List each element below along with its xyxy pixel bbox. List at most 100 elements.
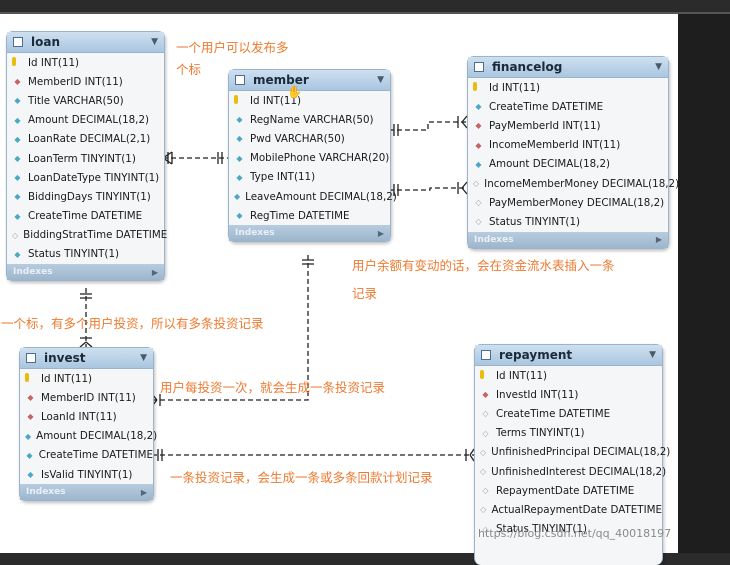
not-null-column-icon: ◆ <box>27 470 34 480</box>
column-label: PayMemberMoney DECIMAL(18,2) <box>489 196 665 209</box>
not-null-column-icon: ◆ <box>14 211 21 221</box>
note-line: 个标 <box>176 62 202 77</box>
not-null-column-icon: ◆ <box>475 159 482 169</box>
note-line: 用户余额有变动的话，会在资金流水表插入一条 <box>352 258 615 273</box>
not-null-column-icon: ◆ <box>14 249 21 259</box>
expand-arrow-icon[interactable]: ▶ <box>140 487 147 497</box>
table-invest[interactable]: invest ▼ Id INT(11)◆MemberID INT(11)◆Loa… <box>19 347 157 502</box>
expand-arrow-icon[interactable]: ▶ <box>377 228 384 238</box>
column-row[interactable]: ◆ CreateTime DATETIME <box>468 97 668 116</box>
column-row[interactable]: ◆IncomeMemberId INT(11) <box>468 136 668 155</box>
column-row[interactable]: Id INT(11) <box>468 78 668 97</box>
column-row[interactable]: ◆LoanRate DECIMAL(2,1) <box>7 130 164 149</box>
table-name: loan <box>31 35 60 49</box>
column-row[interactable]: ◇UnfinishedInterest DECIMAL(18,2) <box>475 462 666 481</box>
note-invest-repayment: 一条投资记录，会生成一条或多条回款计划记录 <box>170 470 433 485</box>
table-financelog[interactable]: financelog ▼ Id INT(11) ◆ CreateTime DATET… <box>467 56 679 249</box>
column-row[interactable]: ◆MemberID INT(11) <box>20 388 153 407</box>
column-row[interactable]: ◆ IsValid TINYINT(1) <box>20 465 153 484</box>
column-row[interactable]: ◆Amount DECIMAL(18,2) <box>7 111 164 130</box>
column-row[interactable]: Id INT(11) <box>229 91 390 110</box>
indexes-footer[interactable]: Indexes ▶ <box>20 484 153 501</box>
column-label: CreateTime DATETIME <box>489 100 604 113</box>
column-row[interactable]: ◇ActualRepaymentDate DATETIME <box>475 500 662 519</box>
foreign-key-icon: ◆ <box>482 390 489 400</box>
primary-key-icon <box>234 94 245 107</box>
column-row[interactable]: ◆LoanTerm TINYINT(1) <box>7 149 164 168</box>
column-row[interactable]: ◇CreateTime DATETIME <box>475 404 662 423</box>
column-row[interactable]: ◆CreateTime DATETIME <box>20 446 153 465</box>
table-repayment[interactable]: repayment ▼ Id INT(11)◆InvestId INT(11)◇… <box>474 344 670 565</box>
column-row[interactable]: Id INT(11) <box>20 369 153 388</box>
column-label: Amount DECIMAL(18,2) <box>36 430 158 443</box>
column-label: RegName VARCHAR(50) <box>250 113 374 126</box>
table-loan[interactable]: loan ▼ Id INT(11) ◆MemberID INT(11)◆Title… <box>6 31 168 282</box>
column-row[interactable]: ◇UnfinishedPrincipal DECIMAL(18,2) <box>475 443 670 462</box>
collapse-arrow-icon[interactable]: ▼ <box>151 37 158 47</box>
table-header[interactable]: member ▼ <box>229 70 390 91</box>
nullable-column-icon: ◇ <box>480 467 487 477</box>
table-icon <box>13 37 23 47</box>
column-row[interactable]: ◇ Terms TINYINT(1) <box>475 424 662 443</box>
column-row[interactable]: ◆RegName VARCHAR(50) <box>229 110 390 129</box>
indexes-footer[interactable]: Indexes ▶ <box>229 225 390 242</box>
column-label: CreateTime DATETIME <box>496 407 611 420</box>
column-row[interactable]: ◆RegTime DATETIME <box>229 206 390 225</box>
not-null-column-icon: ◆ <box>14 154 21 164</box>
table-member[interactable]: member ▼ Id INT(11)◆RegName VARCHAR(50)◆… <box>228 69 397 243</box>
column-row[interactable]: ◆Pwd VARCHAR(50) <box>229 129 390 148</box>
column-row[interactable]: ◆InvestId INT(11) <box>475 385 662 404</box>
column-label: Id INT(11) <box>250 94 302 107</box>
column-label: LoanId INT(11) <box>41 410 117 423</box>
watermark: https://blog.csdn.net/qq_40018197 <box>478 527 672 540</box>
column-row[interactable]: ◇IncomeMemberMoney DECIMAL(18,2) <box>468 174 679 193</box>
column-row[interactable]: Id INT(11) <box>475 366 662 385</box>
nullable-column-icon: ◇ <box>482 428 489 438</box>
indexes-footer[interactable]: Indexes ▶ <box>468 231 668 248</box>
column-row[interactable]: ◆LeaveAmount DECIMAL(18,2) <box>229 187 397 206</box>
not-null-column-icon: ◆ <box>14 115 21 125</box>
column-row[interactable]: ◆Amount DECIMAL(18,2) <box>468 155 668 174</box>
column-row[interactable]: ◇BiddingStratTime DATETIME <box>7 226 168 245</box>
nullable-column-icon: ◇ <box>473 179 480 189</box>
column-label: BiddingStratTime DATETIME <box>23 229 168 242</box>
column-row[interactable]: Id INT(11) <box>7 53 164 72</box>
table-header[interactable]: loan ▼ <box>7 32 164 53</box>
column-row[interactable]: ◇PayMemberMoney DECIMAL(18,2) <box>468 193 668 212</box>
column-row[interactable]: ◆Title VARCHAR(50) <box>7 91 164 110</box>
not-null-column-icon: ◆ <box>475 102 482 112</box>
expand-arrow-icon[interactable]: ▶ <box>151 267 158 277</box>
collapse-arrow-icon[interactable]: ▼ <box>377 75 384 85</box>
column-row[interactable]: ◆BiddingDays TINYINT(1) <box>7 187 164 206</box>
column-label: MemberID INT(11) <box>41 391 136 404</box>
collapse-arrow-icon[interactable]: ▼ <box>140 353 147 363</box>
column-label: Id INT(11) <box>28 56 80 69</box>
column-row[interactable]: ◆CreateTime DATETIME <box>7 207 164 226</box>
expand-arrow-icon[interactable]: ▶ <box>655 235 662 244</box>
column-label: Terms TINYINT(1) <box>496 427 585 440</box>
column-row[interactable]: ◆LoanDateType TINYINT(1) <box>7 168 164 187</box>
column-row[interactable]: ◆MemberID INT(11) <box>7 72 164 91</box>
column-row[interactable]: ◆Type INT(11) <box>229 168 390 187</box>
table-icon <box>235 75 245 85</box>
column-label: RegTime DATETIME <box>250 209 350 222</box>
table-header[interactable]: repayment ▼ <box>475 345 662 366</box>
collapse-arrow-icon[interactable]: ▼ <box>649 350 656 360</box>
column-row[interactable]: ◆LoanId INT(11) <box>20 407 153 426</box>
column-row[interactable]: ◇RepaymentDate DATETIME <box>475 481 662 500</box>
indexes-footer[interactable]: Indexes ▶ <box>7 264 164 281</box>
table-icon <box>481 350 491 360</box>
column-row[interactable]: ◆PayMemberId INT(11) <box>468 116 668 135</box>
column-row[interactable]: ◆Amount DECIMAL(18,2) <box>20 427 157 446</box>
table-header[interactable]: invest ▼ <box>20 348 153 369</box>
not-null-column-icon: ◆ <box>234 192 241 202</box>
column-row[interactable]: ◇Status TINYINT(1) <box>468 212 668 231</box>
collapse-arrow-icon[interactable]: ▼ <box>655 62 662 72</box>
not-null-column-icon: ◆ <box>14 192 21 202</box>
column-row[interactable]: ◇Status TINYINT(1) <box>475 520 662 539</box>
column-row[interactable]: ◆Status TINYINT(1) <box>7 245 164 264</box>
column-label: PayMemberId INT(11) <box>489 119 601 132</box>
column-row[interactable]: ◆MobilePhone VARCHAR(20) <box>229 149 390 168</box>
column-label: IsValid TINYINT(1) <box>41 468 133 481</box>
table-header[interactable]: financelog ▼ <box>468 57 668 78</box>
